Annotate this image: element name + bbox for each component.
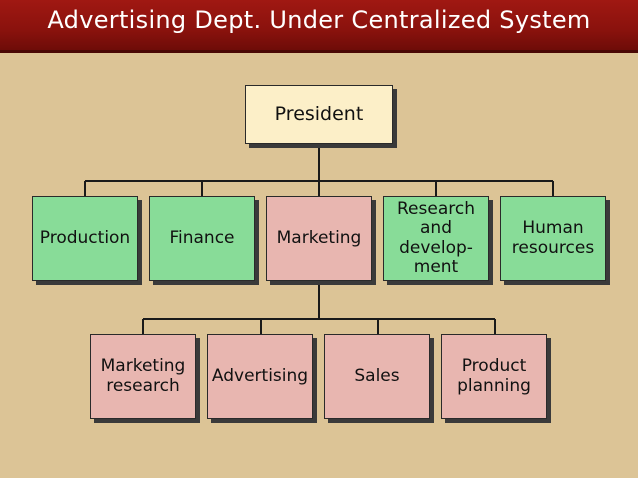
production-box: Production — [32, 196, 138, 281]
sales-label: Sales — [354, 365, 400, 386]
product-planning-label-line-2: planning — [457, 375, 531, 396]
advertising-box: Advertising — [207, 334, 313, 419]
production-label: Production — [39, 227, 131, 248]
research-label-line-1: Research — [397, 199, 475, 220]
human-resources-label-line-1: Human — [522, 218, 584, 239]
product-planning-box: Product planning — [441, 334, 547, 419]
human-resources-label-line-2: resources — [511, 237, 595, 258]
research-label-line-3: develop- — [399, 237, 473, 258]
research-development-box: Research and develop- ment — [383, 196, 489, 281]
marketing-research-label-line-1: Marketing — [100, 356, 186, 377]
marketing-label: Marketing — [276, 227, 362, 248]
marketing-research-label-line-2: research — [106, 375, 180, 396]
product-planning-label-line-1: Product — [461, 356, 527, 377]
title-bar: Advertising Dept. Under Centralized Syst… — [0, 0, 638, 53]
research-label-line-4: ment — [413, 256, 459, 277]
finance-box: Finance — [149, 196, 255, 281]
marketing-research-box: Marketing research — [90, 334, 196, 419]
research-label-line-2: and — [420, 218, 452, 239]
sales-box: Sales — [324, 334, 430, 419]
slide-title: Advertising Dept. Under Centralized Syst… — [47, 6, 591, 34]
president-label: President — [274, 102, 364, 125]
human-resources-box: Human resources — [500, 196, 606, 281]
finance-label: Finance — [169, 227, 235, 248]
marketing-box: Marketing — [266, 196, 372, 281]
advertising-label: Advertising — [211, 365, 309, 386]
president-box: President — [245, 85, 393, 144]
